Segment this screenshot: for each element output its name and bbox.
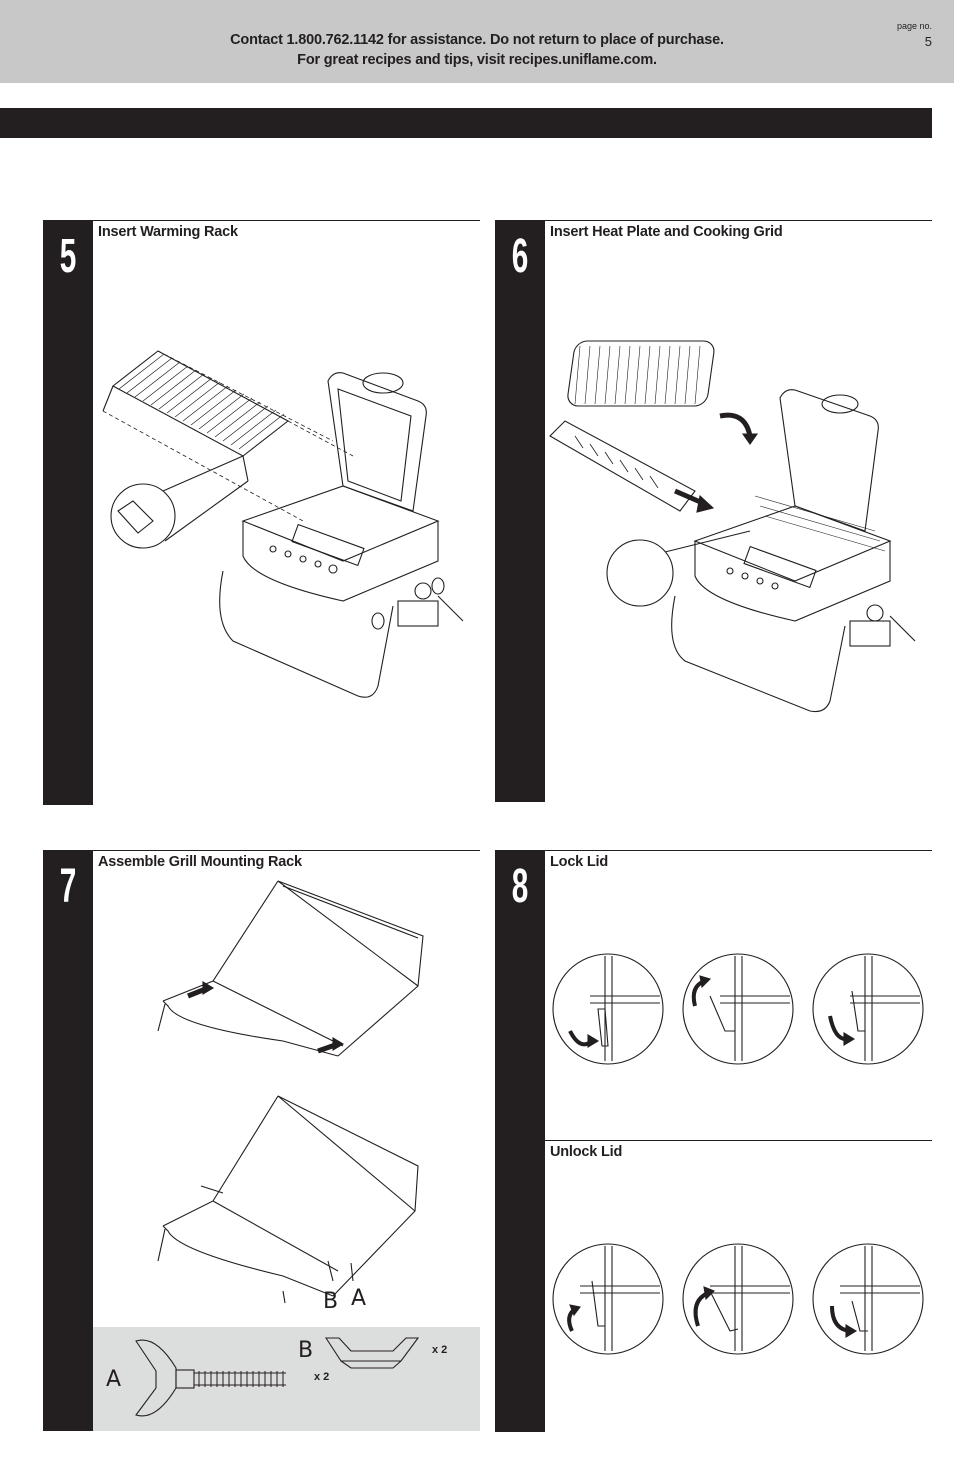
heat-plate-cooking-grid-illustration — [545, 316, 932, 716]
part-label-b: B — [323, 1289, 339, 1314]
step-5-title: Insert Warming Rack — [98, 224, 238, 240]
grill-body-6 — [671, 389, 916, 713]
step-6-bar: 6 — [495, 221, 545, 802]
step-8-number: 8 — [511, 860, 529, 913]
hardware-a-qty: x 2 — [314, 1371, 330, 1383]
hardware-box: A x 2 B x 2 — [93, 1327, 480, 1431]
unlock-divider — [545, 1140, 932, 1141]
step-8-title: Lock Lid — [550, 854, 609, 870]
step-8-panel: 8 Lock Lid — [495, 850, 932, 1432]
step-5-bar: 5 — [43, 221, 93, 805]
heat-plate — [549, 420, 696, 512]
step-5-number: 5 — [59, 230, 77, 283]
step-7-bar: 7 — [43, 851, 93, 1431]
step-6-number: 6 — [511, 230, 529, 283]
step-7-panel: 7 Assemble Grill Mounting Rack — [43, 850, 480, 1431]
mounting-rack-illustration-bottom — [153, 1091, 433, 1306]
grill-body — [219, 372, 464, 698]
page-number-label: page no. — [896, 21, 932, 31]
cooking-grid — [567, 340, 715, 407]
page-header: Contact 1.800.762.1142 for assistance. D… — [0, 0, 954, 83]
assistance-contact-line: Contact 1.800.762.1142 for assistance. D… — [230, 32, 724, 48]
section-band — [0, 108, 932, 138]
lock-lid-illustrations — [550, 951, 930, 1069]
unlock-lid-title: Unlock Lid — [550, 1144, 623, 1160]
step-7-title: Assemble Grill Mounting Rack — [98, 854, 302, 870]
step-6-panel: 6 Insert Heat Plate and Cooking Grid — [495, 220, 932, 802]
unlock-lid-illustrations — [550, 1241, 930, 1359]
wing-bolt-illustration — [131, 1333, 301, 1425]
step-8-bar: 8 — [495, 851, 545, 1432]
step-5-panel: 5 Insert Warming Rack — [43, 220, 480, 805]
hardware-a-letter: A — [106, 1367, 122, 1392]
warming-rack — [102, 350, 290, 482]
step-6-title: Insert Heat Plate and Cooking Grid — [550, 224, 783, 240]
hardware-b-qty: x 2 — [432, 1344, 448, 1356]
recipes-line: For great recipes and tips, visit recipe… — [297, 52, 657, 68]
hardware-b-letter: B — [298, 1338, 314, 1363]
mounting-rack-illustration-top — [153, 876, 433, 1066]
page-number: 5 — [924, 34, 932, 49]
warming-rack-illustration — [93, 321, 480, 701]
part-label-a: A — [351, 1286, 367, 1311]
clamp-bracket-illustration — [321, 1333, 481, 1373]
step-7-number: 7 — [59, 860, 77, 913]
